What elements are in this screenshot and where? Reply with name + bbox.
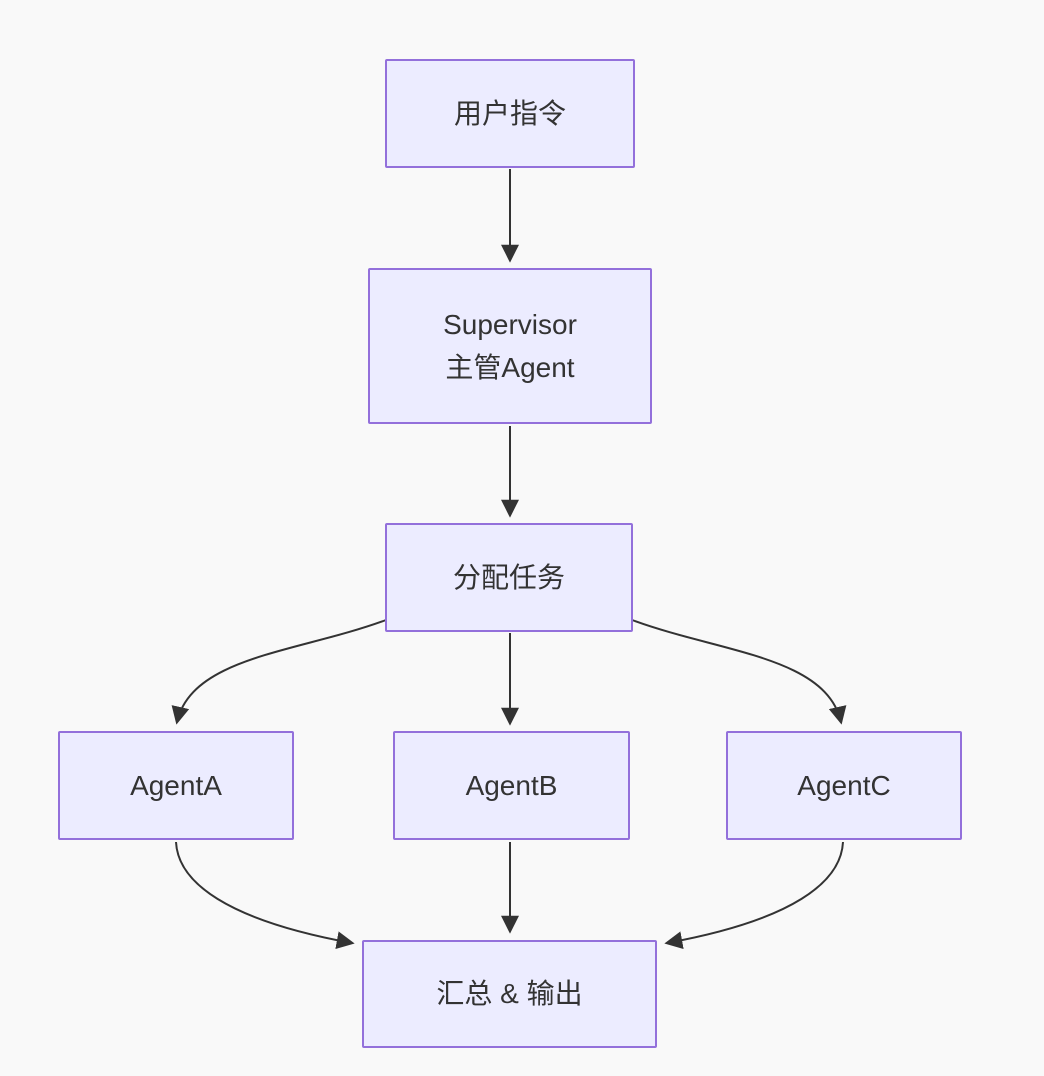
edge-assign-tasks-to-agent-c — [631, 619, 847, 725]
node-user-instruction: 用户指令 — [385, 59, 635, 168]
node-label-assign-tasks: 分配任务 — [452, 561, 565, 593]
node-supervisor: Supervisor 主管Agent — [368, 268, 652, 424]
node-label-user-instruction: 用户指令 — [453, 97, 566, 129]
node-agent-a: AgentA — [58, 731, 294, 840]
edge-agent-a-to-aggregate-output — [175, 841, 355, 950]
node-label-aggregate-output: 汇总 & 输出 — [436, 978, 583, 1010]
node-label-agent-c: AgentC — [797, 769, 891, 801]
node-agent-b: AgentB — [393, 731, 630, 840]
node-label-agent-a: AgentA — [130, 769, 222, 801]
node-agent-c: AgentC — [726, 731, 962, 840]
node-assign-tasks: 分配任务 — [385, 523, 633, 632]
edge-assign-tasks-to-agent-a — [171, 619, 387, 725]
node-label-agent-b: AgentB — [465, 769, 558, 801]
node-label-supervisor: Supervisor 主管Agent — [443, 308, 577, 383]
edge-agent-c-to-aggregate-output — [664, 841, 844, 950]
node-aggregate-output: 汇总 & 输出 — [362, 940, 657, 1048]
